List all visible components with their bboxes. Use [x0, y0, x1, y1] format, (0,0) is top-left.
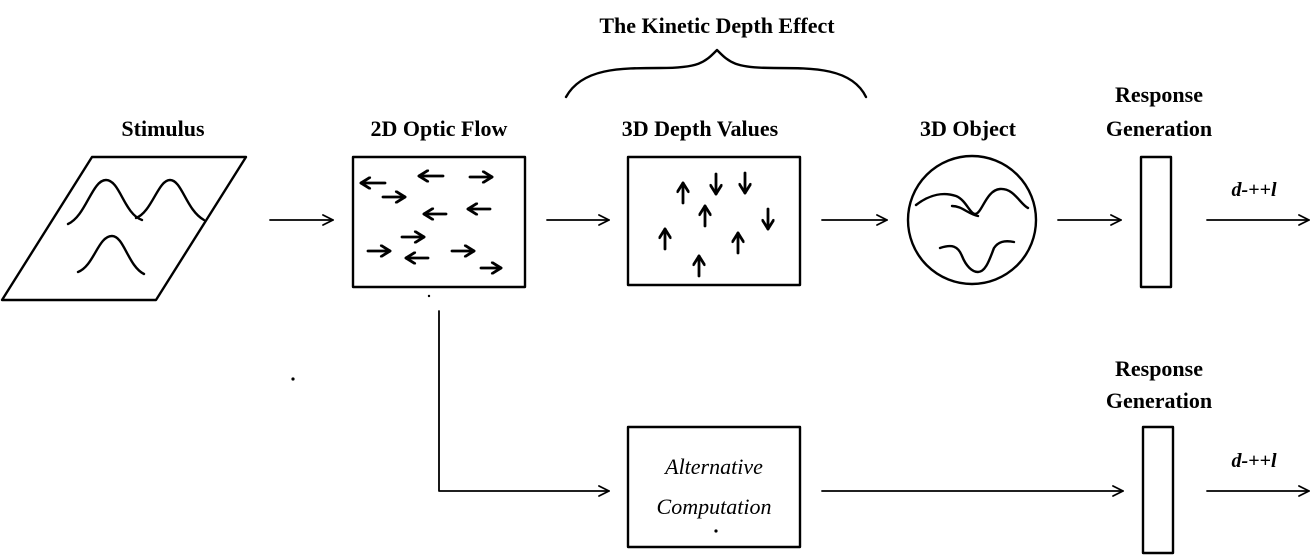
kinetic-depth-brace — [564, 48, 868, 99]
optic-flow-arrows — [361, 176, 501, 268]
response-top-box — [1139, 155, 1173, 289]
depth-values-box — [626, 155, 802, 287]
depth-values-arrows — [665, 171, 768, 278]
alternative-line2: Computation — [657, 494, 772, 519]
arrow-flow-to-alternative — [438, 310, 610, 497]
alternative-dot — [714, 529, 718, 533]
response-top-label-line2: Generation — [1106, 116, 1212, 141]
output-top-label: d-++l — [1231, 179, 1276, 201]
stray-dot-2 — [291, 377, 295, 381]
alternative-line1: Alternative — [663, 454, 763, 479]
stimulus-label: Stimulus — [121, 116, 205, 141]
response-bottom-box — [1141, 425, 1175, 555]
object-circle — [906, 154, 1038, 286]
response-top-label-line1: Response — [1115, 82, 1203, 107]
optic-flow-box — [351, 155, 527, 289]
response-bottom-label-line2: Generation — [1106, 388, 1212, 413]
object-label: 3D Object — [920, 116, 1017, 141]
stimulus-panel — [0, 155, 248, 302]
object-surface — [914, 187, 1030, 274]
response-bottom-label-line1: Response — [1115, 356, 1203, 381]
stray-dot-1 — [427, 294, 431, 298]
optic-flow-label: 2D Optic Flow — [371, 116, 508, 141]
output-bottom-label: d-++l — [1231, 450, 1276, 472]
depth-values-label: 3D Depth Values — [622, 116, 779, 141]
diagram-title: The Kinetic Depth Effect — [599, 13, 835, 38]
stimulus-curves — [66, 178, 206, 276]
alternative-computation-box — [626, 425, 802, 549]
